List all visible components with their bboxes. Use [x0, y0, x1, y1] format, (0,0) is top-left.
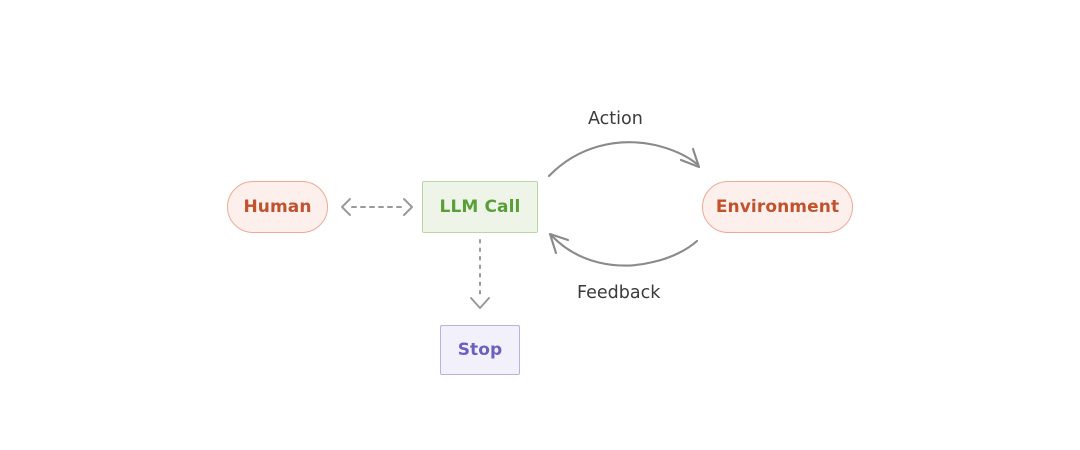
node-human-label: Human [243, 197, 312, 217]
node-stop-label: Stop [457, 340, 503, 360]
node-stop[interactable]: Stop [440, 325, 520, 375]
node-human[interactable]: Human [227, 181, 328, 233]
node-llm-call[interactable]: LLM Call [422, 181, 538, 233]
node-llm-call-label: LLM Call [439, 197, 521, 217]
edge-human-llm [341, 198, 413, 216]
action-arrowhead-icon [679, 147, 701, 169]
feedback-arrowhead-icon [548, 232, 570, 255]
llm-stop-arrowhead-icon [470, 297, 490, 309]
edge-label-action: Action [588, 109, 643, 129]
action-arrow-line [547, 141, 699, 178]
edge-llm-stop [470, 239, 490, 309]
node-environment-label: Environment [715, 197, 840, 217]
edge-feedback [548, 232, 699, 267]
edge-action [547, 141, 701, 178]
human-llm-arrowhead-left-icon [341, 198, 351, 216]
edge-label-feedback: Feedback [577, 283, 661, 303]
human-llm-arrowhead-right-icon [403, 198, 413, 216]
node-environment[interactable]: Environment [702, 181, 853, 233]
feedback-arrow-line [550, 234, 699, 267]
